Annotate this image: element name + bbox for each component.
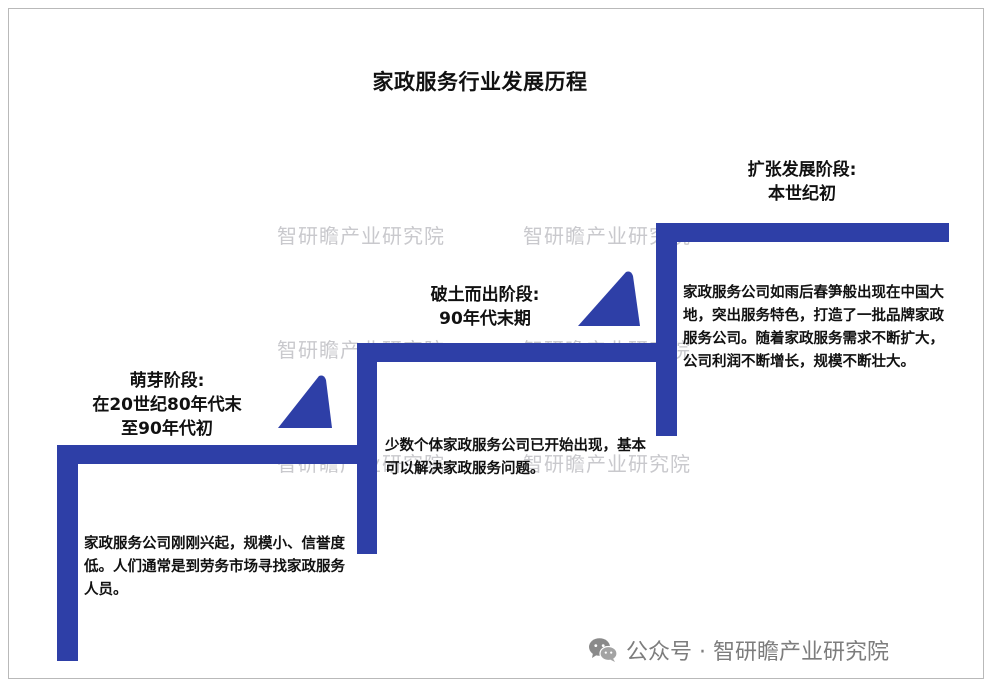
stage-2-description: 少数个体家政服务公司已开始出现，基本可以解决家政服务问题。 — [385, 438, 646, 477]
step-2-tread — [357, 343, 657, 362]
stage-2-label: 破土而出阶段: 90年代末期 — [405, 283, 565, 331]
stage-2-name: 破土而出阶段: — [430, 285, 540, 305]
step-up-triangle-1 — [278, 375, 332, 428]
stage-1-label: 萌芽阶段: 在20世纪80年代末 至90年代初 — [82, 369, 252, 441]
diagram-title: 家政服务行业发展历程 — [372, 70, 588, 94]
diagram-frame — [8, 8, 984, 679]
step-1-riser — [57, 445, 78, 661]
stage-2-period-line-1: 90年代末期 — [439, 309, 531, 329]
footer: 公众号 · 智研瞻产业研究院 — [588, 633, 889, 667]
footer-text: 公众号 · 智研瞻产业研究院 — [626, 640, 889, 665]
step-3-riser — [656, 223, 677, 436]
stage-1-name: 萌芽阶段: — [129, 371, 205, 391]
step-1-tread — [57, 445, 357, 464]
watermark-text: 智研瞻产业研究院 — [277, 224, 445, 248]
watermark-text: 智研瞻产业研究院 — [523, 452, 691, 476]
step-2-riser — [357, 343, 377, 554]
stage-1-description: 家政服务公司刚刚兴起，规模小、信誉度低。人们通常是到劳务市场寻找家政服务人员。 — [84, 536, 345, 598]
step-up-triangle-2 — [578, 271, 640, 326]
stage-3-name: 扩张发展阶段: — [747, 160, 857, 180]
stage-3-label: 扩张发展阶段: 本世纪初 — [722, 158, 882, 206]
stage-1-period-line-1: 在20世纪80年代末 — [92, 395, 242, 415]
stage-3-period-line-1: 本世纪初 — [768, 184, 836, 204]
step-3-tread — [656, 223, 949, 242]
stage-1-period-line-2: 至90年代初 — [121, 419, 213, 439]
stage-3-description: 家政服务公司如雨后春笋般出现在中国大地，突出服务特色，打造了一批品牌家政服务公司… — [683, 285, 944, 370]
wechat-icon — [589, 638, 618, 662]
